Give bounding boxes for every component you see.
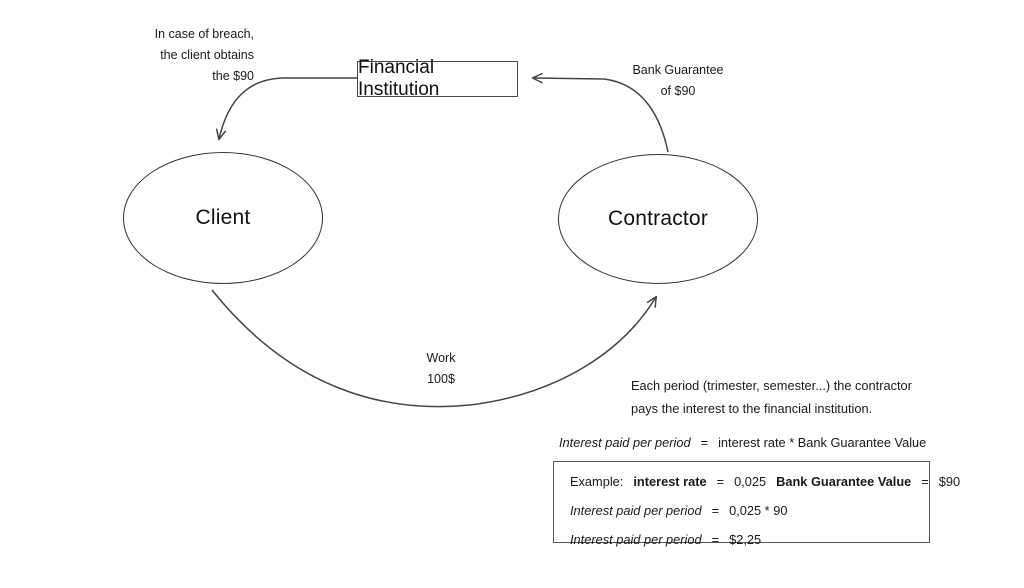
edge-label-work: Work 100$ [426,351,456,386]
node-financial-institution[interactable]: Financial Institution [357,57,518,100]
example-box: Example: interest rate = 0,025 Bank Guarante… [553,461,960,547]
example-eq-2: = [921,474,929,489]
example-calc-equals: = [711,503,720,518]
formula-expression: interest rate * Bank Guarantee Value [718,435,927,450]
example-bgv-label: Bank Guarantee Value [776,474,912,489]
example-result-equals: = [711,532,720,547]
edge-fi-to-client [215,77,357,141]
example-row-inputs: Example: interest rate = 0,025 Bank Guarante… [570,474,960,489]
node-financial-institution-label: Financial Institution [358,57,440,100]
node-contractor-label: Contractor [607,207,709,230]
note-interest-period: Each period (trimester, semester...) the… [631,378,912,416]
formula-interest-paid: Interest paid per period = interest rate *… [559,435,926,450]
example-eq-1: = [716,474,725,489]
node-client[interactable]: Client [123,152,323,284]
example-calc-value: 0,025 * 90 [729,503,788,518]
example-title: Example: [570,474,624,489]
node-client-label: Client [195,206,251,229]
example-result-value: $2,25 [729,532,762,547]
example-calc-term: Interest paid per period [570,503,702,518]
formula-term: Interest paid per period [559,435,691,450]
node-contractor[interactable]: Contractor [558,154,758,284]
example-result-term: Interest paid per period [570,532,702,547]
example-row-result: Interest paid per period = $2,25 [570,532,913,547]
example-bgv-value: $90 [938,474,961,489]
example-interest-rate-value: 0,025 [734,474,767,489]
edge-label-breach: In case of breach, the client obtains th… [154,27,254,83]
example-interest-rate-label: interest rate [633,474,707,489]
example-row-calculation: Interest paid per period = 0,025 * 90 [570,503,913,518]
edge-label-bank-guarantee: Bank Guarantee of $90 [632,63,724,98]
formula-equals: = [700,435,709,450]
